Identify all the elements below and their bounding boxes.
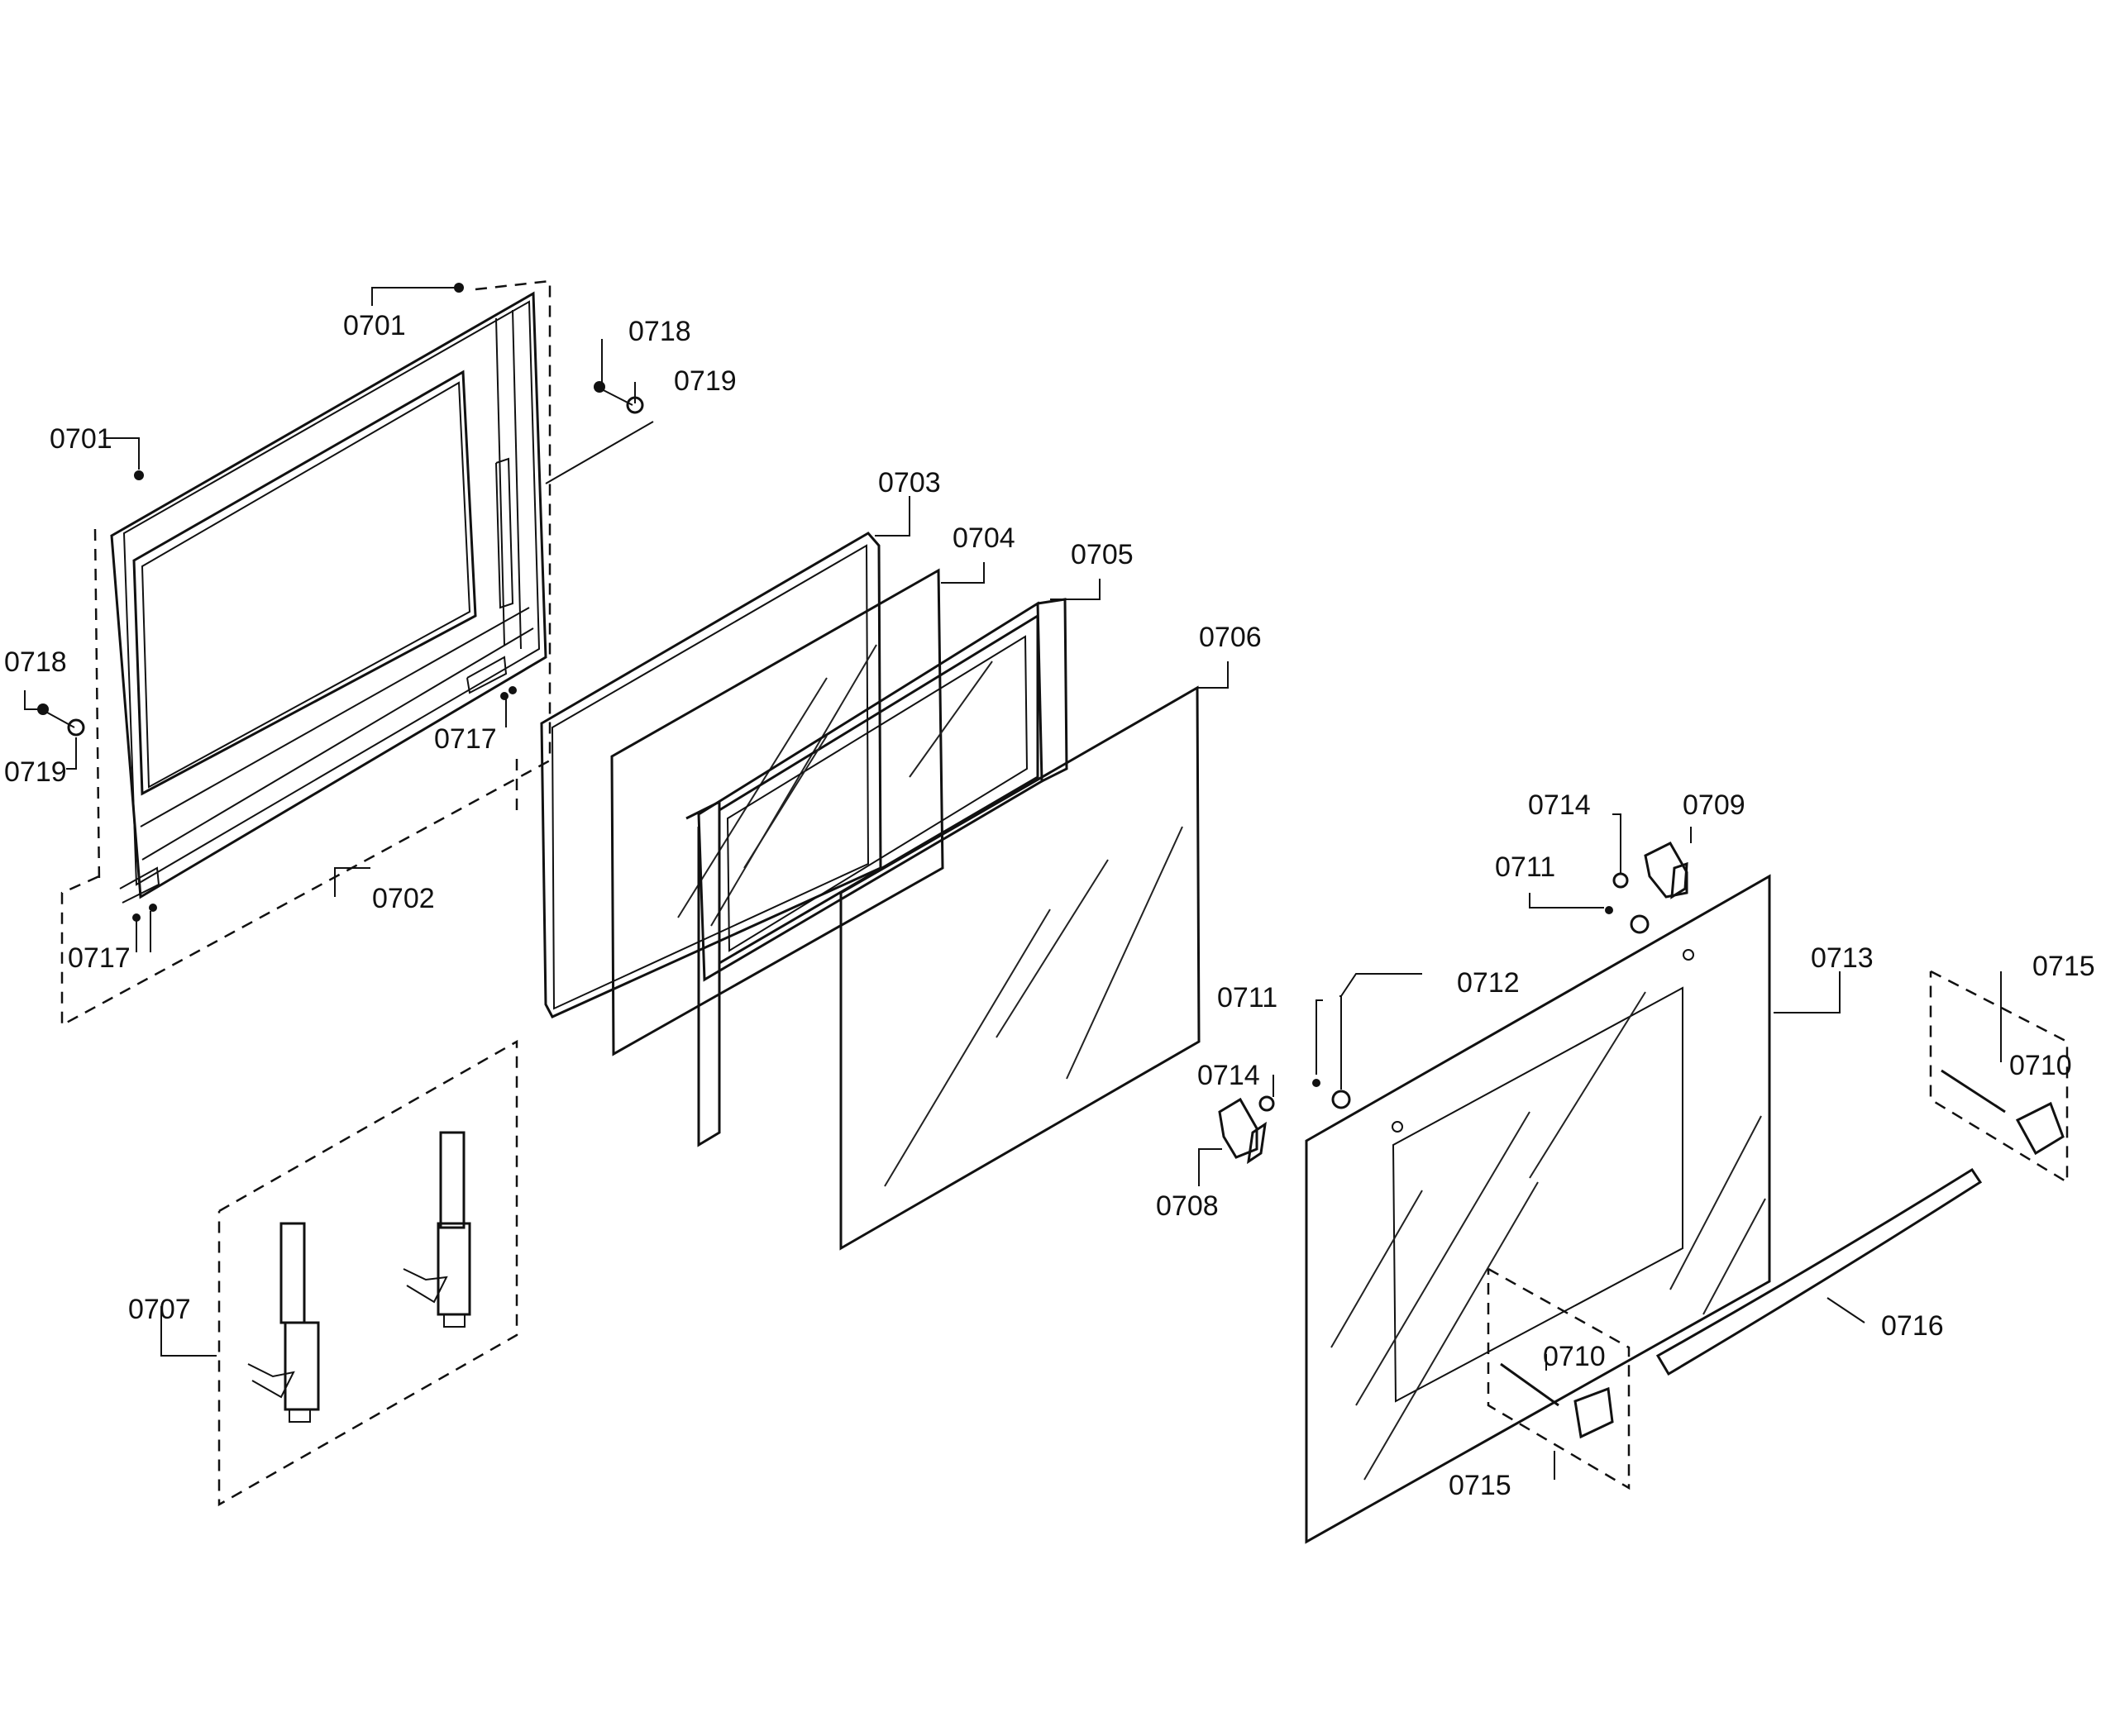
hinge-bracket-left <box>1218 1097 1267 1165</box>
label-0715-right: 0715 <box>2032 951 2095 982</box>
label-0719-top: 0719 <box>674 365 737 397</box>
label-0718-top: 0718 <box>628 316 691 347</box>
callout-labels: 0701 0701 0718 0719 0718 0719 0717 0717 … <box>4 310 2095 1501</box>
end-cap-group-bottom <box>1487 1267 1631 1490</box>
label-0705: 0705 <box>1071 539 1134 570</box>
label-0704: 0704 <box>953 522 1015 554</box>
label-0702: 0702 <box>372 883 435 914</box>
label-0717-right: 0717 <box>434 723 497 755</box>
label-0714-top: 0714 <box>1528 789 1591 821</box>
inner-door-frame <box>37 279 654 1028</box>
door-gasket <box>540 532 882 1018</box>
label-0714-left: 0714 <box>1197 1060 1260 1091</box>
hinge-bracket-right <box>1644 842 1688 899</box>
label-0703: 0703 <box>878 467 941 498</box>
inner-glass-panel <box>610 568 944 1056</box>
label-0701-left: 0701 <box>50 423 112 455</box>
outer-glass-panel <box>839 685 1201 1251</box>
label-0710-bottom: 0710 <box>1543 1341 1606 1372</box>
label-0719-left: 0719 <box>4 756 67 788</box>
label-0715-bottom: 0715 <box>1449 1470 1511 1501</box>
label-0709: 0709 <box>1683 789 1745 821</box>
glass-frame-assembly <box>685 598 1068 1147</box>
label-0701-top: 0701 <box>343 310 406 341</box>
label-0711-left: 0711 <box>1217 982 1277 1013</box>
label-0708: 0708 <box>1156 1190 1219 1222</box>
label-0710-right: 0710 <box>2009 1050 2072 1081</box>
label-0713: 0713 <box>1811 942 1874 974</box>
leader-lines <box>24 287 2002 1480</box>
label-0711-top: 0711 <box>1495 851 1555 883</box>
end-cap-group-top <box>1929 970 2069 1185</box>
label-0712: 0712 <box>1457 967 1520 999</box>
label-0707: 0707 <box>128 1294 191 1325</box>
outer-door-panel <box>1305 874 1771 1544</box>
label-0717-left: 0717 <box>68 942 131 974</box>
label-0718-left: 0718 <box>4 646 67 678</box>
label-0716: 0716 <box>1881 1310 1944 1342</box>
label-0706: 0706 <box>1199 622 1262 653</box>
door-handle <box>1655 1167 1983 1376</box>
hinge-group <box>217 1039 518 1507</box>
